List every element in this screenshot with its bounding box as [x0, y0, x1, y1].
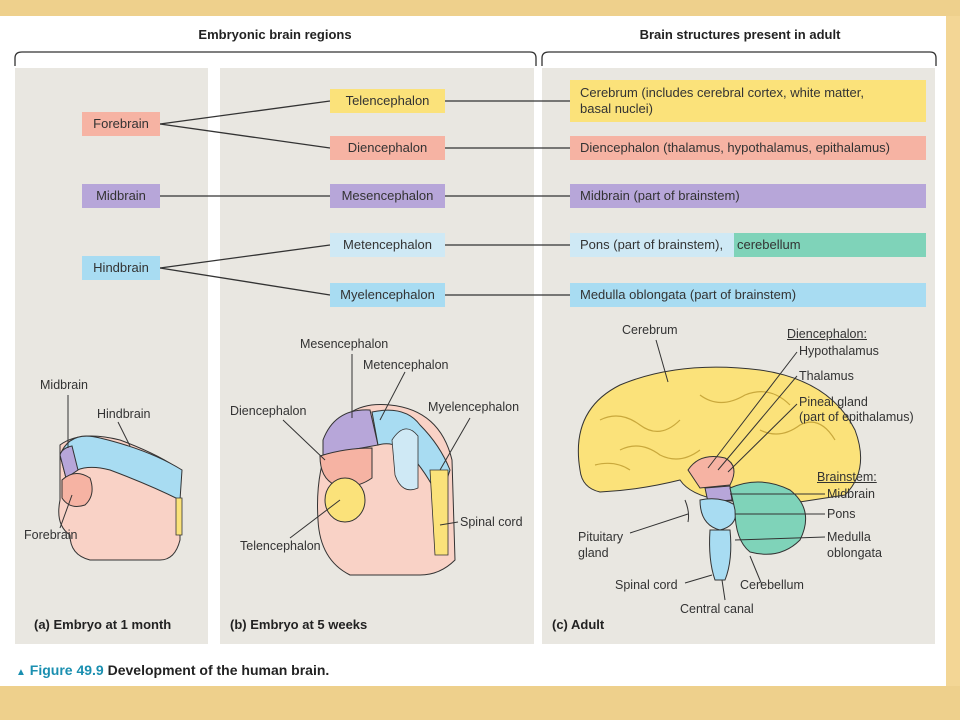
slide-top-band [0, 0, 960, 16]
tag-cerebrum: Cerebrum (includes cerebral cortex, whit… [570, 80, 926, 122]
tag-cerebellum: cerebellum [734, 233, 926, 257]
label-c-pituitary1: Pituitary [578, 530, 624, 544]
figure-title: Development of the human brain. [107, 662, 330, 678]
caption-c: (c) Adult [552, 617, 605, 632]
label-a-hindbrain: Hindbrain [97, 407, 151, 421]
tag-medulla: Medulla oblongata (part of brainstem) [570, 283, 926, 307]
label-c-pineal1: Pineal gland [799, 395, 868, 409]
tag-midbrain: Midbrain [82, 184, 160, 208]
label-c-pons: Pons [827, 507, 856, 521]
label-c-diencephalon: Diencephalon: [787, 327, 867, 341]
label-a-forebrain: Forebrain [24, 528, 78, 542]
caption-a: (a) Embryo at 1 month [34, 617, 172, 632]
tag-diencephalon: Diencephalon [330, 136, 445, 160]
label-b-spinal-cord: Spinal cord [460, 515, 523, 529]
cerebrum-line1: Cerebrum (includes cerebral cortex, whit… [580, 85, 864, 100]
label-c-thalamus: Thalamus [799, 369, 854, 383]
label-b-telencephalon: Telencephalon [240, 539, 321, 553]
triangle-marker-icon: ▲ [16, 667, 26, 678]
tag-mesencephalon: Mesencephalon [330, 184, 445, 208]
label-b-myelencephalon: Myelencephalon [428, 400, 520, 414]
label-c-pituitary2: gland [578, 546, 609, 560]
slide-bottom-band [0, 686, 960, 720]
tag-metencephalon: Metencephalon [330, 233, 445, 257]
tag-adult-diencephalon: Diencephalon (thalamus, hypothalamus, ep… [570, 136, 926, 160]
label-b-metencephalon: Metencephalon [363, 358, 449, 372]
label-b-mesencephalon: Mesencephalon [300, 337, 389, 351]
label-c-medulla1: Medulla [827, 530, 871, 544]
embryo-5weeks-drawing [317, 403, 456, 576]
caption-b: (b) Embryo at 5 weeks [230, 617, 368, 632]
label-c-pineal2: (part of epithalamus) [799, 410, 914, 424]
label-c-central-canal: Central canal [680, 602, 754, 616]
label-a-midbrain: Midbrain [40, 378, 88, 392]
label-c-hypothalamus: Hypothalamus [799, 344, 879, 358]
tag-myelencephalon: Myelencephalon [330, 283, 445, 307]
label-c-brainstem: Brainstem: [817, 470, 877, 484]
adult-brain-drawing [577, 366, 862, 581]
figure-caption: ▲ Figure 49.9 Development of the human b… [16, 662, 329, 678]
tag-hindbrain: Hindbrain [82, 256, 160, 280]
label-c-spinal-cord: Spinal cord [615, 578, 678, 592]
figure-number: Figure 49.9 [29, 662, 104, 678]
label-c-cerebellum: Cerebellum [740, 578, 804, 592]
panel-c [542, 68, 935, 644]
label-c-midbrain: Midbrain [827, 487, 875, 501]
tag-adult-midbrain: Midbrain (part of brainstem) [570, 184, 926, 208]
label-c-cerebrum: Cerebrum [622, 323, 678, 337]
tag-pons: Pons (part of brainstem), [570, 233, 734, 257]
embryo-1month-drawing [58, 435, 183, 561]
header-embryonic: Embryonic brain regions [198, 27, 352, 42]
label-b-diencephalon: Diencephalon [230, 404, 307, 418]
tag-forebrain: Forebrain [82, 112, 160, 136]
header-adult: Brain structures present in adult [639, 27, 841, 42]
label-c-medulla2: oblongata [827, 546, 882, 560]
tag-telencephalon: Telencephalon [330, 89, 445, 113]
cerebrum-line2: basal nuclei) [580, 101, 653, 116]
